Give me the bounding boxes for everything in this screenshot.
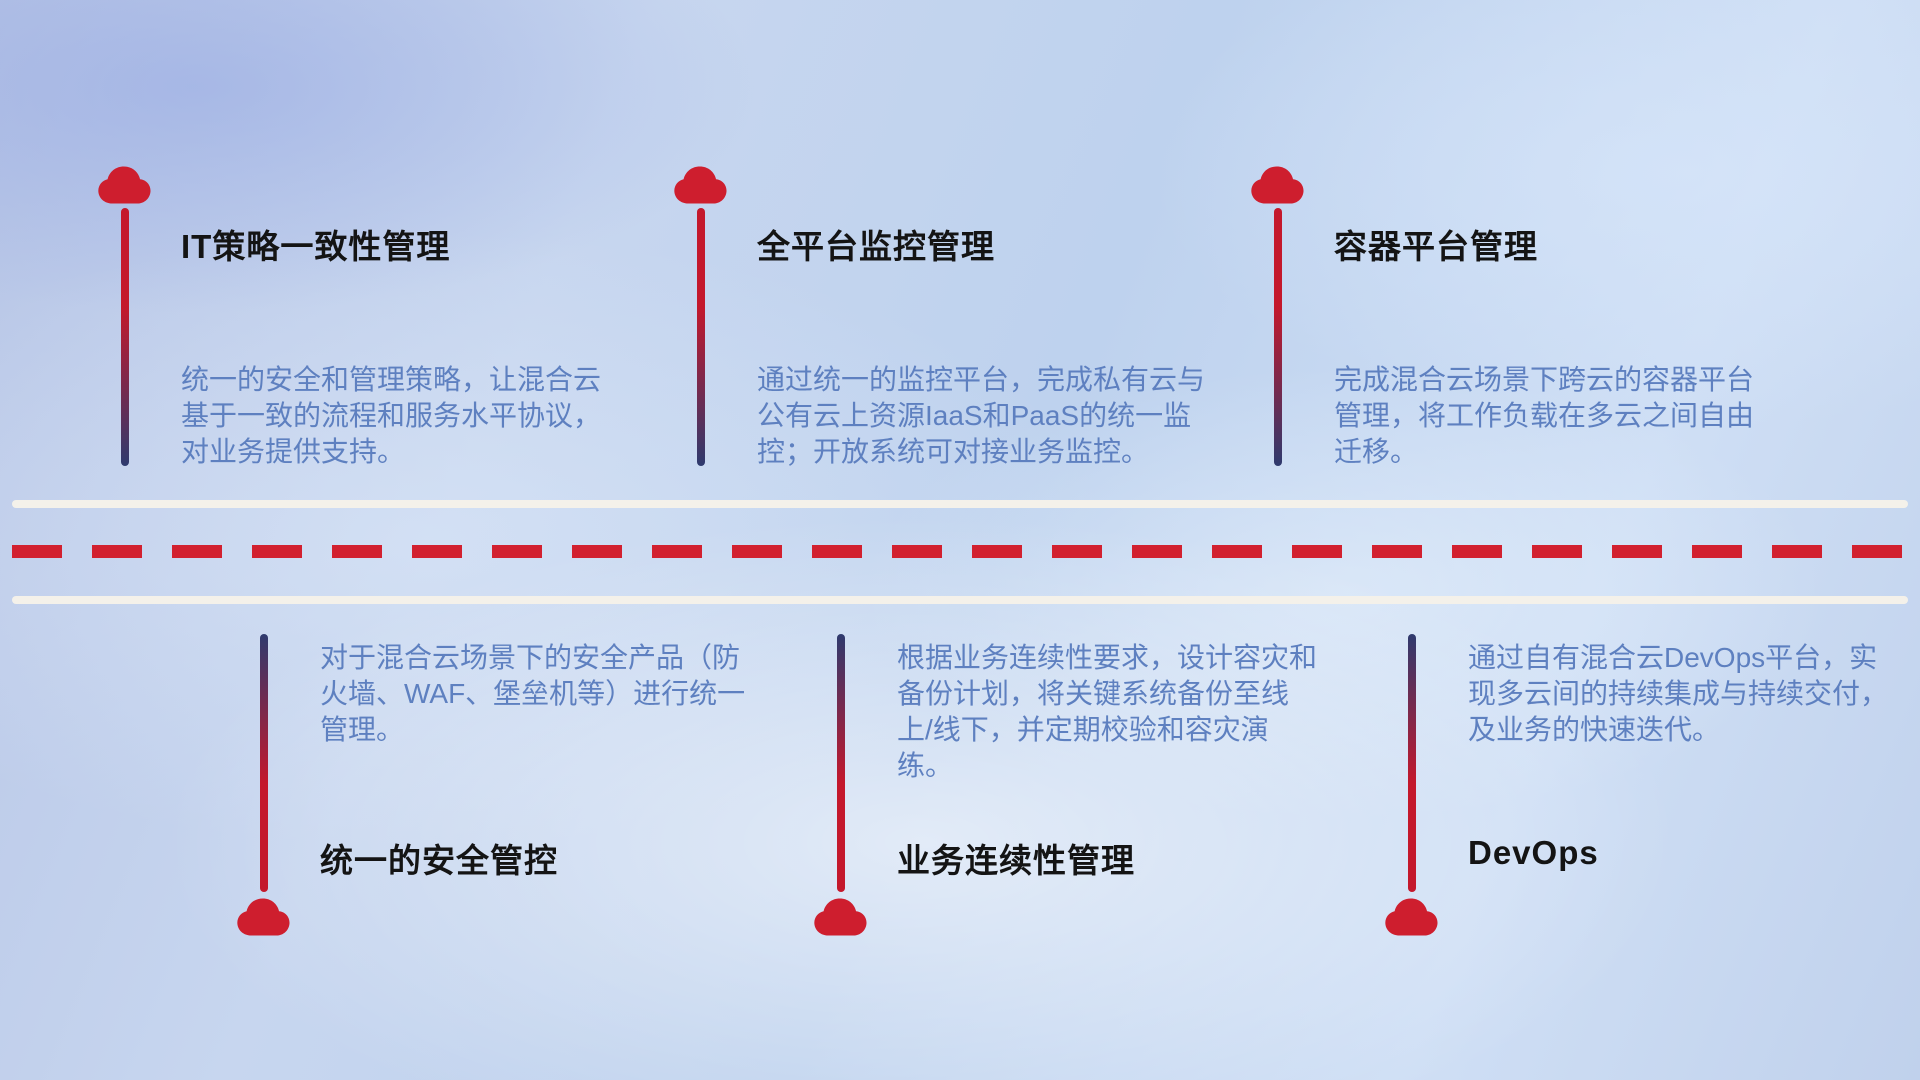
item-description: 通过统一的监控平台，完成私有云与公有云上资源IaaS和PaaS的统一监控；开放系… [757, 364, 1206, 467]
item-title: IT策略一致性管理 [181, 228, 451, 265]
road-bottom-line [12, 596, 1908, 604]
cloud-icon [1383, 896, 1441, 938]
road-dashed-line [12, 545, 1908, 558]
timeline-pole [260, 634, 268, 892]
timeline-pole [837, 634, 845, 892]
timeline-pole [1408, 634, 1416, 892]
cloud-icon [96, 164, 154, 206]
item-description: 完成混合云场景下跨云的容器平台管理，将工作负载在多云之间自由迁移。 [1334, 364, 1755, 467]
cloud-icon [235, 896, 293, 938]
item-title: DevOps [1468, 834, 1599, 871]
timeline-pole [121, 208, 129, 466]
road-top-line [12, 500, 1908, 508]
item-title: 全平台监控管理 [757, 228, 995, 265]
item-description: 根据业务连续性要求，设计容灾和备份计划，将关键系统备份至线上/线下，并定期校验和… [897, 642, 1318, 781]
cloud-icon [812, 896, 870, 938]
timeline-pole [1274, 208, 1282, 466]
item-description: 通过自有混合云DevOps平台，实现多云间的持续集成与持续交付，及业务的快速迭代… [1468, 642, 1889, 745]
item-title: 统一的安全管控 [320, 842, 558, 879]
cloud-icon [1249, 164, 1307, 206]
item-description: 对于混合云场景下的安全产品（防火墙、WAF、堡垒机等）进行统一管理。 [320, 642, 746, 745]
item-description: 统一的安全和管理策略，让混合云基于一致的流程和服务水平协议，对业务提供支持。 [181, 364, 602, 467]
item-title: 业务连续性管理 [897, 842, 1135, 879]
timeline-pole [697, 208, 705, 466]
cloud-icon [672, 164, 730, 206]
item-title: 容器平台管理 [1334, 228, 1538, 265]
